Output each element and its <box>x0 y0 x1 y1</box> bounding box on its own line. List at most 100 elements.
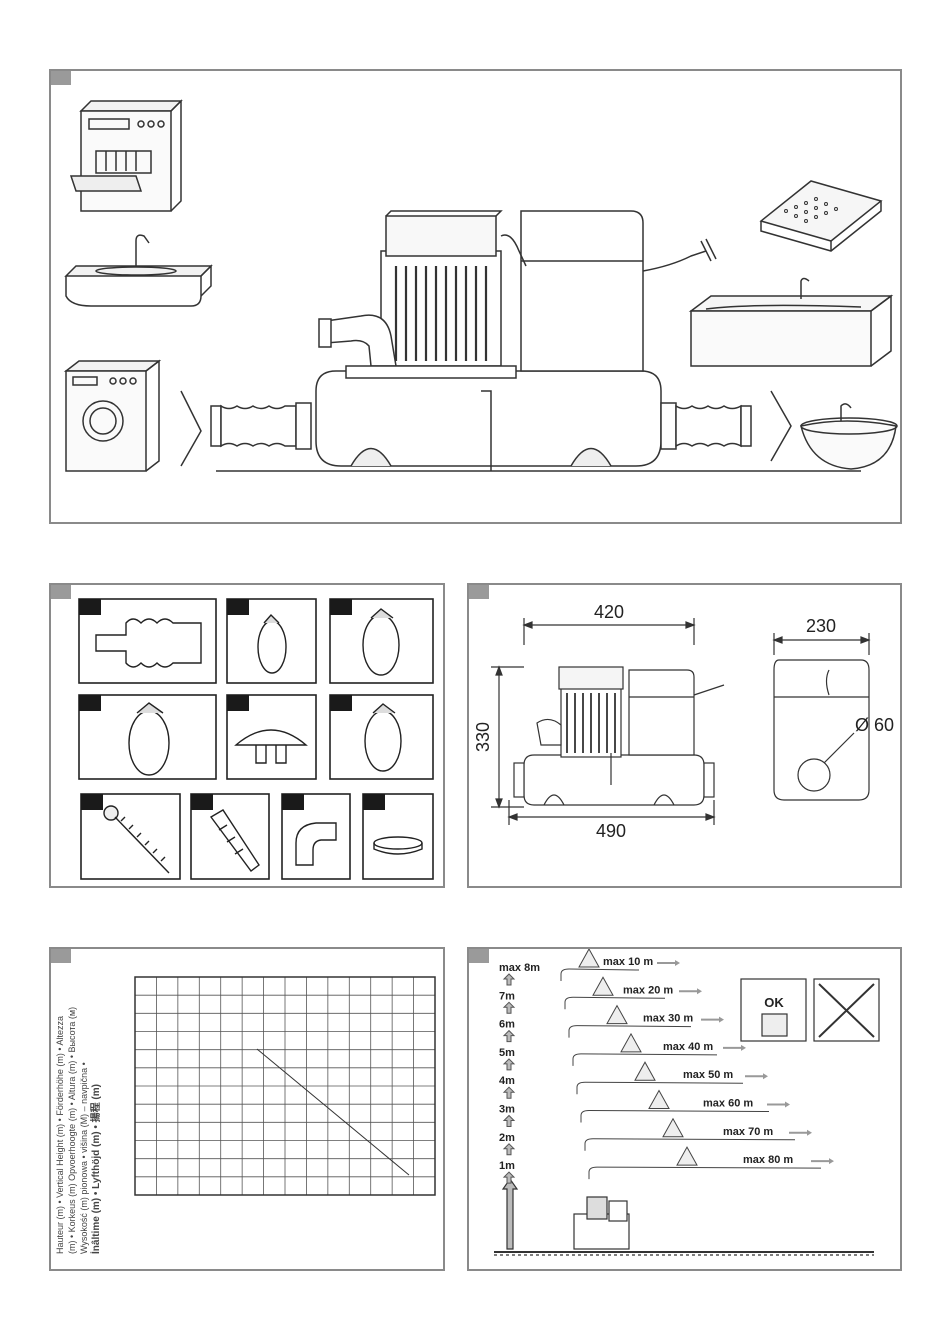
washbasin-icon <box>800 403 898 470</box>
ok-label: OK <box>764 995 784 1010</box>
part-box-clamp-medium <box>329 598 434 684</box>
distance-label: max 80 m <box>743 1154 793 1166</box>
dimensions-drawing: 420 230 330 490 Ø 60 <box>473 602 894 841</box>
right-arrow-icon <box>789 1129 812 1136</box>
clamp-icon <box>128 702 170 776</box>
height-label: max 8m <box>499 962 540 974</box>
installation-drawing <box>63 99 898 472</box>
part-box-elbow <box>281 793 351 880</box>
up-arrow-icon <box>502 1171 516 1184</box>
base-width-dimension: 490 <box>596 821 626 841</box>
warning-triangle-icon <box>606 1004 628 1025</box>
dimensions-panel: 420 230 330 490 Ø 60 <box>467 583 902 888</box>
width-dimension: 420 <box>594 602 624 622</box>
graph-panel: Hauteur (m) • Vertical Height (m) • Förd… <box>49 947 445 1271</box>
up-arrow-icon <box>502 1086 516 1099</box>
right-arrow-icon <box>745 1073 768 1080</box>
performance-curve <box>256 1048 410 1176</box>
pipe-run <box>580 1109 770 1123</box>
ylabel-line-4: İnâltime (m) • Lyfthöjd (m) • 揚程 (m) <box>89 1084 102 1254</box>
warning-triangle-icon <box>634 1061 656 1081</box>
pipe-run <box>572 1053 718 1066</box>
bathtub-icon <box>688 277 894 367</box>
distance-label: max 40 m <box>663 1041 713 1053</box>
distance-label: max 20 m <box>623 984 673 996</box>
height-label: 4m <box>499 1075 515 1087</box>
parts-drawing <box>78 598 434 880</box>
ylabel-line-1: Hauteur (m) • Vertical Height (m) • Förd… <box>55 1016 65 1254</box>
height-label: 5m <box>499 1047 515 1059</box>
pump-unit <box>315 210 717 471</box>
right-arrow-icon <box>811 1158 834 1165</box>
warning-triangle-icon <box>578 949 600 968</box>
wall-plug-icon <box>209 809 260 872</box>
height-label: 7m <box>499 990 515 1002</box>
warning-triangle-icon <box>592 976 614 996</box>
pipe-run <box>560 968 640 981</box>
right-arrow-icon <box>701 1016 724 1023</box>
hose-icon <box>95 618 202 668</box>
up-arrow-icon <box>502 973 516 986</box>
part-box-clamp-large-2 <box>329 694 434 780</box>
elbow-icon <box>295 822 337 866</box>
part-box-ring <box>362 793 434 880</box>
ylabel-line-3: Wysokość (m) pionowa • višina (M) – navp… <box>79 1062 89 1254</box>
up-arrow-icon <box>502 1143 516 1156</box>
height-label: 1m <box>499 1160 515 1172</box>
right-arrow-icon <box>657 960 680 966</box>
panel-tag <box>469 949 489 963</box>
distance-label: max 60 m <box>703 1098 753 1110</box>
warning-triangle-icon <box>662 1117 684 1138</box>
right-arrow-icon <box>767 1101 790 1108</box>
outlet-hose <box>660 390 792 462</box>
panel-tag <box>469 585 489 599</box>
limits-panel: max 8m max 10 m 7m max 20 m 6m max 30 m 5m max … <box>467 947 902 1271</box>
height-label: 6m <box>499 1019 515 1031</box>
height-label: 3m <box>499 1104 515 1116</box>
part-box-clamp-large <box>78 694 217 780</box>
distance-label: max 30 m <box>643 1013 693 1025</box>
outlet-diameter: Ø 60 <box>855 715 894 735</box>
pipe-run <box>588 1166 822 1180</box>
pipe-run <box>568 1025 692 1038</box>
depth-dimension: 230 <box>806 616 836 636</box>
distance-label: max 70 m <box>723 1126 773 1138</box>
pipe-run <box>576 1081 744 1095</box>
up-arrow-icon <box>502 1029 516 1043</box>
distance-label: max 50 m <box>683 1069 733 1081</box>
ylabel-line-2: (m) • Korkeus (m) Opvoerhoogte (m) • Alt… <box>67 1007 77 1254</box>
up-arrow-icon <box>502 1058 516 1071</box>
limits-drawing: max 8m max 10 m 7m max 20 m 6m max 30 m 5m max … <box>494 949 880 1256</box>
inlet-hose <box>180 390 312 467</box>
pipe-run <box>584 1138 796 1151</box>
clamp-icon <box>257 613 287 674</box>
part-box-clamp-small <box>226 598 317 684</box>
pipe-run <box>564 996 666 1010</box>
part-box-screw <box>80 793 181 880</box>
washing-machine-icon <box>63 359 162 472</box>
distance-label: max 10 m <box>603 956 653 968</box>
right-arrow-icon <box>679 988 702 995</box>
clamp-icon <box>362 608 400 676</box>
ring-icon <box>373 836 423 855</box>
up-arrow-icon <box>502 1114 516 1127</box>
chart-grid <box>135 977 435 1195</box>
up-arrow-icon <box>502 1001 516 1014</box>
sink-icon <box>64 234 213 307</box>
limit-rows: max 8m max 10 m 7m max 20 m 6m max 30 m 5m max … <box>499 949 834 1184</box>
parts-panel <box>49 583 445 888</box>
installation-panel <box>49 69 902 524</box>
right-arrow-icon <box>723 1044 746 1051</box>
cap-icon <box>234 729 308 764</box>
panel-tag <box>51 71 71 85</box>
plot-frame <box>134 976 436 1196</box>
shower-tray-icon <box>759 180 883 252</box>
screw-icon <box>103 805 170 874</box>
dishwasher-icon <box>69 99 183 212</box>
part-box-cap <box>226 694 317 780</box>
height-label: 2m <box>499 1132 515 1144</box>
performance-chart: Hauteur (m) • Vertical Height (m) • Förd… <box>55 976 436 1254</box>
part-box-plug <box>190 793 270 880</box>
warning-triangle-icon <box>620 1032 642 1053</box>
panel-tag <box>51 949 71 963</box>
